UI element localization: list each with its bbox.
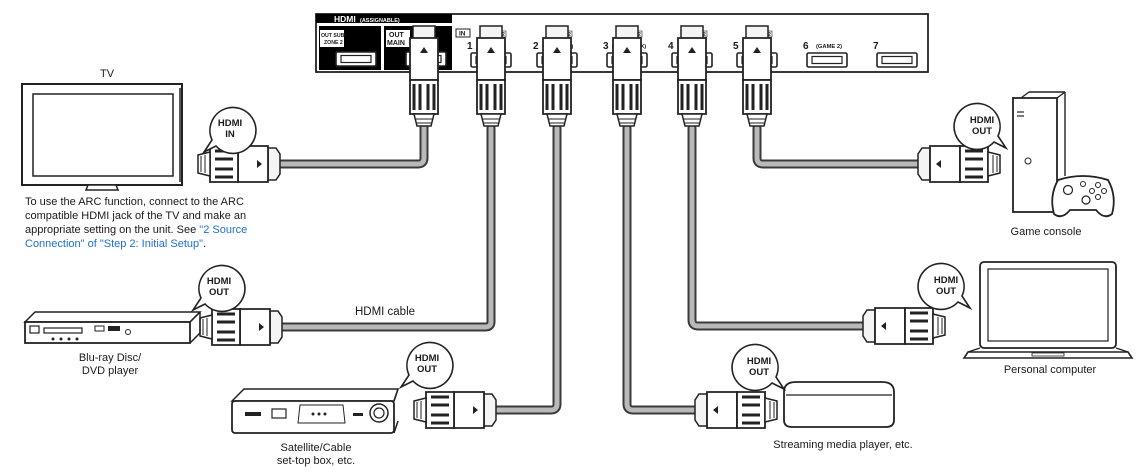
tv-label: TV [100, 68, 115, 80]
settop-label-1: Satellite/Cable [281, 442, 352, 454]
out-sub-jack [335, 51, 377, 67]
hdmi-jack [876, 52, 918, 68]
bubble-pc-out: HDMI OUT [917, 262, 973, 311]
arc-note-line-2: compatible HDMI jack of the TV and make … [25, 210, 246, 222]
tv-icon [21, 83, 183, 191]
game-console-icon [1012, 91, 1115, 218]
out-main-label-2: MAIN [387, 40, 405, 47]
plug-out-main [408, 24, 440, 128]
bubble-settop-out: HDMI OUT [398, 341, 454, 390]
cables [251, 121, 935, 415]
svg-text:OUT: OUT [936, 286, 956, 297]
svg-text:IN: IN [225, 129, 235, 140]
svg-text:HDMI: HDMI [747, 356, 771, 367]
game-console-label: Game console [1011, 226, 1082, 238]
hdmi-jack [806, 52, 848, 68]
streaming-label: Streaming media player, etc. [773, 439, 912, 451]
bluray-label-2: DVD player [82, 365, 139, 377]
input-name: (GAME 2) [816, 44, 842, 50]
plug-pc [861, 306, 947, 346]
pc-label: Personal computer [1004, 364, 1097, 376]
input-number: 6 [803, 41, 809, 52]
arc-note-link-1[interactable]: "2 Source [199, 224, 247, 236]
svg-text:OUT: OUT [209, 287, 229, 298]
plug-in-2 [541, 24, 573, 128]
input-number: 7 [873, 41, 879, 52]
plug-in-3 [611, 24, 643, 128]
plug-in-5 [741, 24, 773, 128]
in-label: IN [459, 31, 466, 38]
svg-text:HDMI: HDMI [415, 353, 439, 364]
settop-label-2: set-top box, etc. [277, 455, 355, 467]
out-main-label-1: OUT [389, 32, 405, 39]
plug-in-4 [676, 24, 708, 128]
input-number: 1 [467, 41, 473, 52]
out-sub-label-2: ZONE 2 [324, 40, 343, 46]
laptop-icon [962, 261, 1134, 359]
bluray-icon [23, 311, 202, 344]
plug-bluray [198, 307, 284, 347]
streaming-player-icon [783, 381, 895, 428]
panel-title-sub: (ASSIGNABLE) [360, 18, 400, 24]
bubble-tv-in: HDMI IN [201, 106, 257, 155]
plug-in-1 [475, 24, 507, 128]
bubble-game-out: HDMI OUT [953, 102, 1009, 151]
out-sub-label-1: OUT SUB/ [321, 33, 346, 39]
input-number: 2 [533, 41, 539, 52]
svg-text:OUT: OUT [417, 364, 437, 375]
svg-text:OUT: OUT [749, 367, 769, 378]
bluray-label-1: Blu-ray Disc/ [79, 352, 142, 364]
bubble-bluray-out: HDMI OUT [190, 264, 246, 313]
input-number: 4 [668, 41, 674, 52]
plug-settop [412, 390, 498, 430]
hdmi-cable-label: HDMI cable [355, 306, 415, 318]
svg-text:HDMI: HDMI [207, 276, 231, 287]
arc-note-line-1: To use the ARC function, connect to the … [25, 196, 244, 208]
arc-note-link-2[interactable]: Connection" of "Step 2: Initial Setup" [25, 238, 203, 250]
arc-note-line-3: appropriate setting on the unit. See "2 … [25, 224, 247, 236]
svg-text:HDMI: HDMI [934, 275, 958, 286]
settop-box-icon [230, 388, 400, 434]
svg-text:HDMI: HDMI [218, 118, 242, 129]
input-number: 3 [603, 41, 609, 52]
svg-text:OUT: OUT [972, 126, 992, 137]
arc-note: To use the ARC function, connect to the … [25, 196, 247, 250]
plug-streaming [693, 390, 779, 430]
arc-note-line-4: Connection" of "Step 2: Initial Setup". [25, 238, 206, 250]
input-number: 5 [733, 41, 739, 52]
panel-title: HDMI [334, 14, 356, 24]
svg-text:HDMI: HDMI [970, 115, 994, 126]
hdmi-input-6: 6 (GAME 2) [803, 41, 848, 68]
hdmi-input-7: 7 [873, 41, 918, 68]
bubble-streaming-out: HDMI OUT [731, 343, 787, 392]
plug-game [916, 144, 1002, 184]
